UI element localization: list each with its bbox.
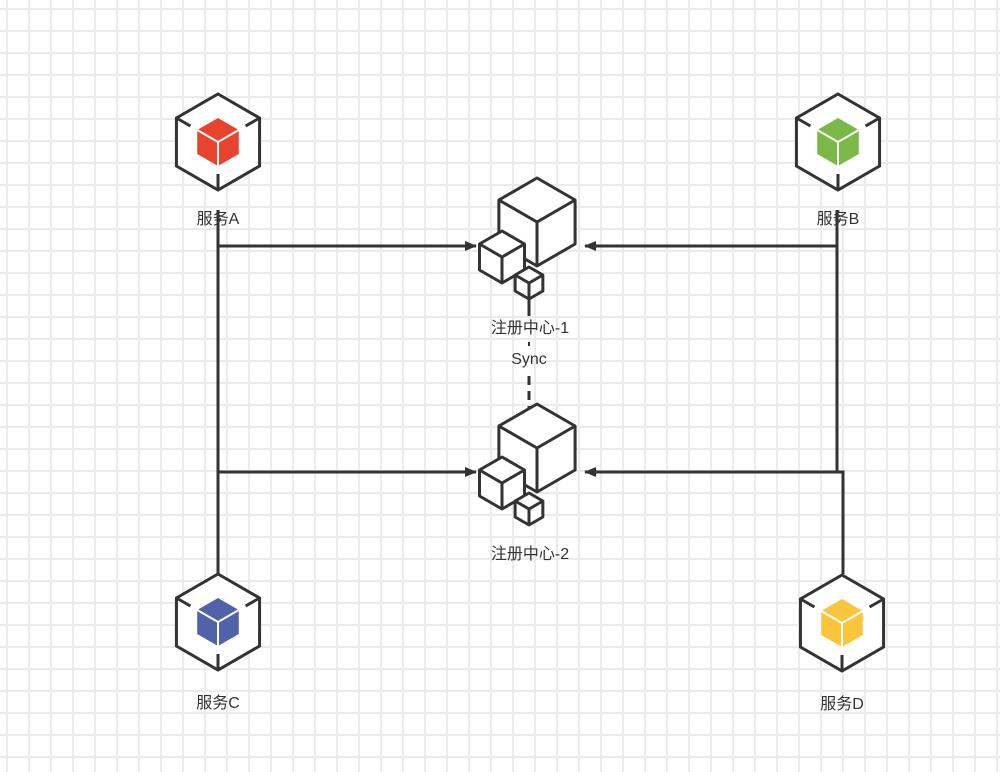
service-c-label: 服务C <box>196 695 240 712</box>
hex-tick <box>799 597 816 609</box>
service-d-label: 服务D <box>820 696 864 713</box>
hex-tick <box>175 596 192 608</box>
service-c-node[interactable] <box>174 572 262 672</box>
registry-1-node[interactable] <box>477 176 577 301</box>
registry-2-label: 注册中心-2 <box>490 546 570 563</box>
registry-2-node[interactable] <box>477 402 577 527</box>
hex-tick <box>795 116 812 128</box>
service-a-node[interactable] <box>174 92 262 192</box>
service-d-node[interactable] <box>798 573 886 673</box>
hex-tick <box>244 116 261 128</box>
sync-label: Sync <box>511 351 547 368</box>
hex-tick <box>175 116 192 128</box>
service-b-label: 服务B <box>816 211 860 228</box>
hex-tick <box>244 596 261 608</box>
hex-tick <box>864 116 881 128</box>
connectors <box>216 210 845 574</box>
service-d-trunk <box>837 470 845 574</box>
service-b-node[interactable] <box>794 92 882 192</box>
hex-tick <box>868 597 885 609</box>
registry-1-label: 注册中心-1 <box>490 320 570 337</box>
service-a-label: 服务A <box>196 211 240 228</box>
